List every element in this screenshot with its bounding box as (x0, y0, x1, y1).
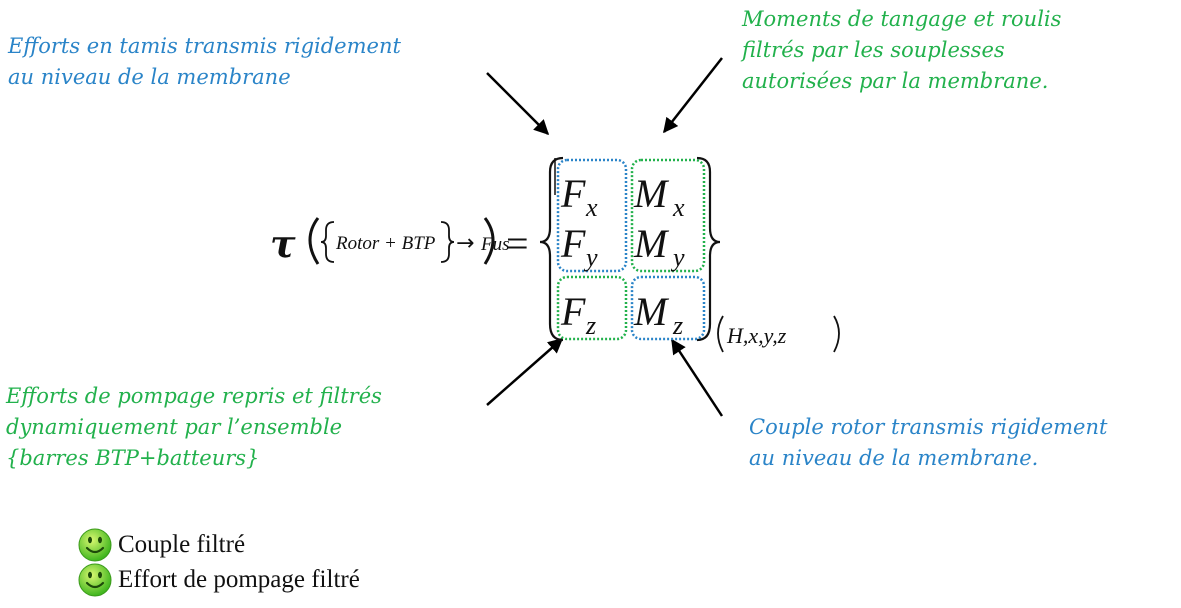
matrix-symbol-Fy: F (560, 221, 586, 266)
subscript-right-paren (833, 315, 840, 353)
matrix-subscript-z: z (585, 311, 596, 340)
right-paren (483, 217, 495, 265)
matrix-subscript-x: x (585, 193, 598, 222)
right-brace-matrix (696, 156, 721, 342)
target-label: Fus (480, 234, 510, 255)
box-forces-xy (556, 158, 628, 273)
box-force-z (556, 275, 628, 341)
matrix-symbol-Mx: M (633, 171, 670, 216)
legend-item-pumping: Effort de pompage filtré (78, 563, 360, 597)
legend-item-torque: Couple filtré (78, 528, 245, 562)
reduction-point: H,x,y,z (726, 323, 787, 348)
tau-symbol: τ (270, 221, 296, 266)
matrix-subscript-z: z (672, 311, 683, 340)
right-brace-small (440, 221, 455, 263)
arrow-top-right (663, 57, 723, 134)
left-brace-matrix (539, 156, 564, 342)
box-moment-z (630, 275, 706, 341)
arrow-top-left (486, 72, 550, 136)
annotation-pitch-roll-moments: Moments de tangage et roulis filtrés par… (742, 7, 1062, 93)
matrix-symbol-Fx: F (560, 171, 586, 216)
annotation-shear-forces: Efforts en tamis transmis rigidement au … (8, 34, 401, 89)
inner-system-label: Rotor + BTP (335, 233, 436, 254)
arrow-bottom-left (486, 338, 564, 406)
matrix-symbol-My: M (633, 221, 670, 266)
annotation-pumping-forces: Efforts de pompage repris et filtrés dyn… (6, 384, 382, 470)
legend-label: Effort de pompage filtré (118, 566, 360, 593)
maps-to-arrow: → (456, 231, 474, 256)
equals-sign: = (506, 221, 529, 266)
legend-label: Couple filtré (118, 531, 246, 558)
smiley-icon (78, 528, 112, 562)
left-brace-small (320, 221, 335, 263)
smiley-icon (78, 563, 112, 597)
subscript-left-paren (717, 315, 724, 353)
matrix-subscript-y: y (670, 243, 685, 272)
arrow-bottom-right (670, 338, 724, 417)
matrix-symbol-Mz: M (633, 289, 670, 334)
left-paren (308, 217, 320, 265)
box-moments-xy (630, 158, 706, 273)
matrix-symbol-Fz: F (560, 289, 586, 334)
matrix-subscript-x: x (672, 193, 685, 222)
matrix-subscript-y: y (583, 243, 598, 272)
annotation-rotor-torque: Couple rotor transmis rigidement au nive… (749, 415, 1108, 470)
